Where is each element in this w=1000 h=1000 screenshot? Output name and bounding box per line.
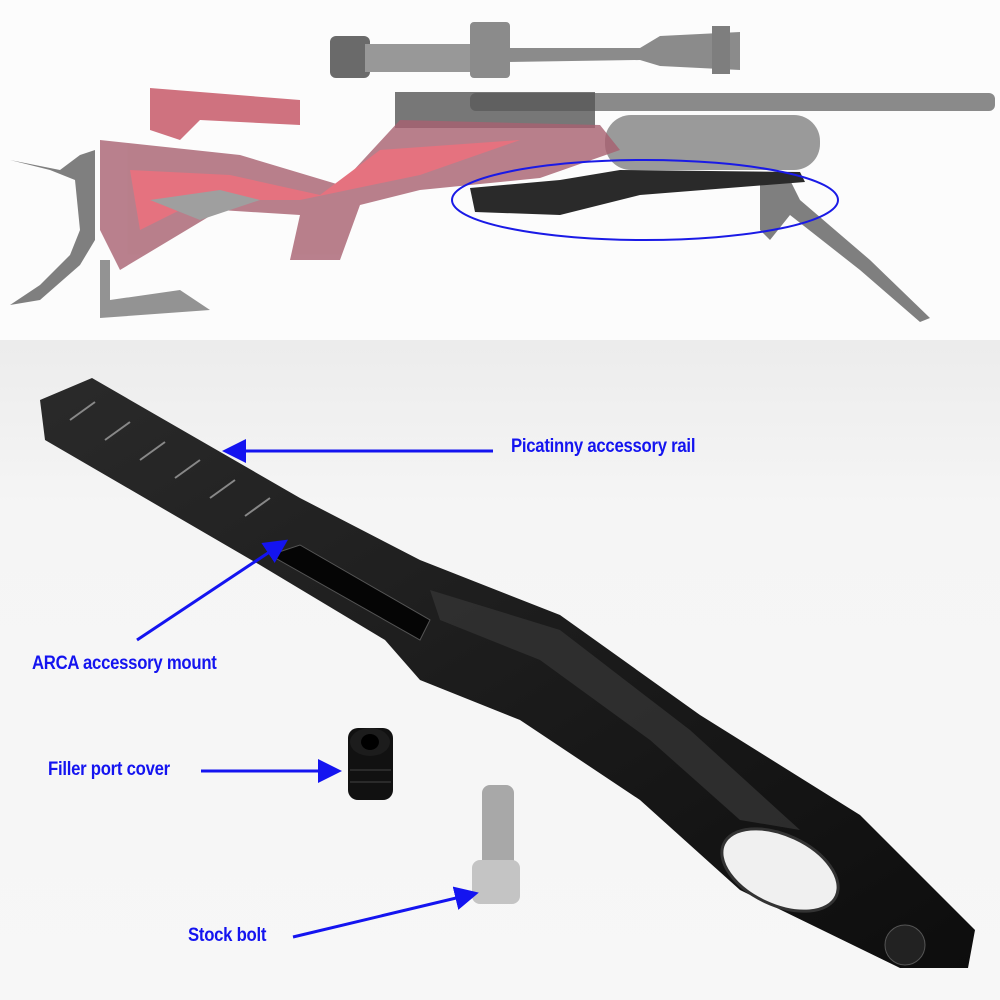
monopod (100, 260, 210, 318)
filler-port-cover (348, 728, 393, 800)
highlight-ellipse (451, 159, 839, 241)
stock-bolt-label: Stock bolt (188, 925, 267, 946)
picatinny-rail-label: Picatinny accessory rail (511, 436, 696, 457)
stock (100, 88, 620, 270)
scope (330, 22, 740, 78)
barrel (470, 93, 995, 111)
bolt-arrow (292, 886, 479, 939)
butt-hook (10, 150, 95, 305)
filler-port-cover-label: Filler port cover (48, 759, 170, 780)
bracket (40, 378, 975, 968)
bolt-hole (884, 924, 926, 966)
stock-bolt (472, 785, 520, 904)
air-cylinder (605, 115, 820, 170)
arca-mount-label: ARCA accessory mount (32, 653, 217, 674)
arca-arrow (136, 539, 288, 642)
bracket-hole (720, 827, 840, 913)
rail-slots (69, 401, 271, 517)
rifle-overview-photo (0, 0, 1000, 340)
callout-arrows (136, 439, 493, 939)
bracket-in-rifle (470, 170, 805, 215)
bipod (760, 180, 930, 322)
rifle-illustration (10, 22, 995, 322)
